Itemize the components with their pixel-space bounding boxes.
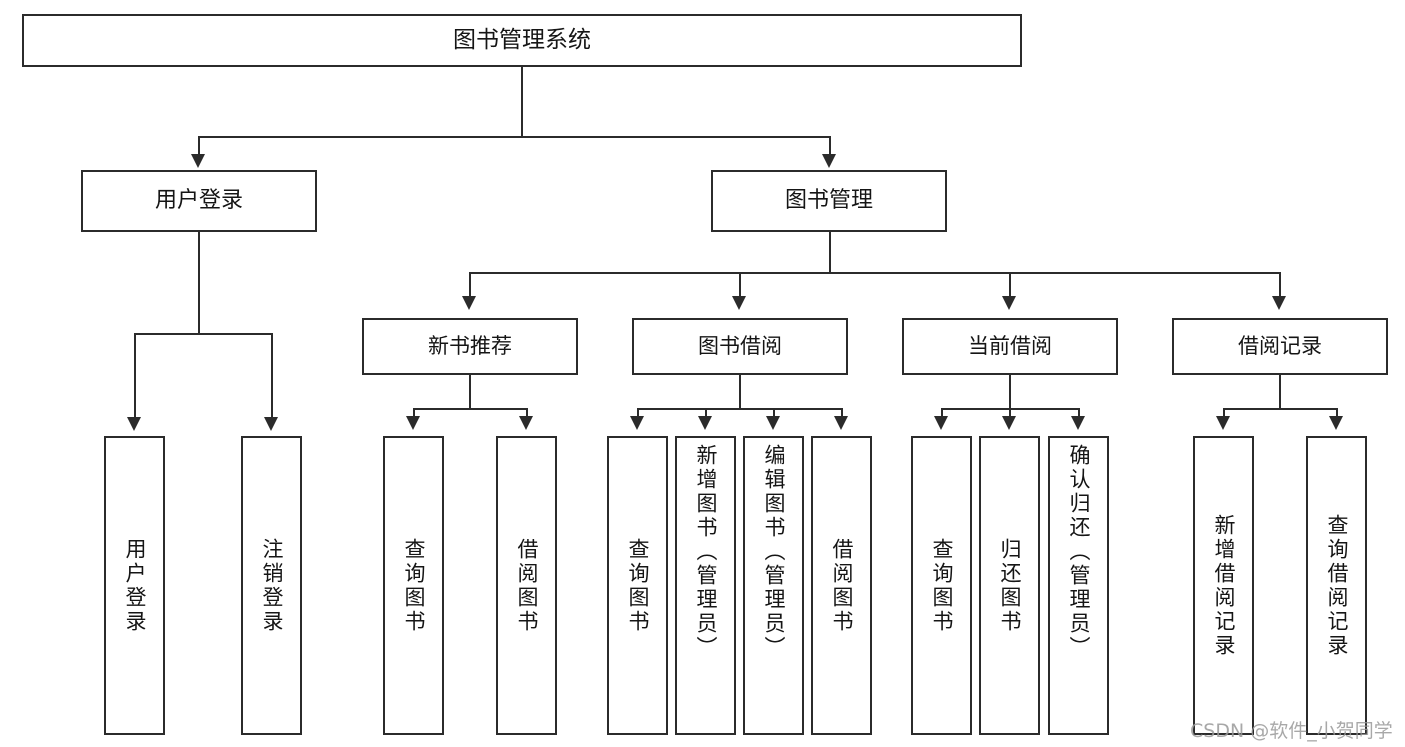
leaf-label: 查询图书 [930, 537, 954, 634]
connector-root-to-user-login [198, 136, 200, 156]
connector-book-borrow-to-leaf-4 [841, 408, 843, 417]
node-borrow-record[interactable]: 借阅记录 [1172, 318, 1388, 375]
connector-root-bus [198, 136, 829, 138]
connector-new-book-to-leaf-2 [526, 408, 528, 417]
connector-root-to-book-manage [829, 136, 831, 156]
connector-current-borrow-to-leaf-3 [1078, 408, 1080, 417]
connector-book-borrow-bus [637, 408, 841, 410]
arrow-borrow-record-to-leaf-2 [1329, 416, 1343, 430]
leaf-query-borrow-record[interactable]: 查询借阅记录 [1306, 436, 1367, 735]
leaf-label: 查询借阅记录 [1325, 513, 1349, 658]
leaf-label: 借阅图书 [515, 537, 539, 634]
leaf-query-book-new-rec[interactable]: 查询图书 [383, 436, 444, 735]
connector-user-login-to-leaf-2 [271, 333, 273, 419]
leaf-label: 归还图书 [998, 537, 1022, 634]
connector-root-stem [521, 67, 523, 136]
arrow-book-manage-to-borrow-record [1272, 296, 1286, 310]
arrow-current-borrow-to-leaf-3 [1071, 416, 1085, 430]
arrow-root-to-book-manage [822, 154, 836, 168]
arrow-book-borrow-to-leaf-4 [834, 416, 848, 430]
leaf-add-borrow-record[interactable]: 新增借阅记录 [1193, 436, 1254, 735]
leaf-add-book[interactable]: 新增图书（管理员） [675, 436, 736, 735]
leaf-label: 查询图书 [402, 537, 426, 634]
arrow-current-borrow-to-leaf-1 [934, 416, 948, 430]
node-new-book-recommendation[interactable]: 新书推荐 [362, 318, 578, 375]
leaf-query-book-borrow[interactable]: 查询图书 [607, 436, 668, 735]
connector-book-manage-to-current-borrow [1009, 272, 1011, 298]
arrow-root-to-user-login [191, 154, 205, 168]
connector-new-book-stem [469, 375, 471, 408]
leaf-user-login[interactable]: 用户登录 [104, 436, 165, 735]
arrow-current-borrow-to-leaf-2 [1002, 416, 1016, 430]
arrow-borrow-record-to-leaf-1 [1216, 416, 1230, 430]
node-label: 当前借阅 [968, 333, 1052, 358]
leaf-edit-book[interactable]: 编辑图书（管理员） [743, 436, 804, 735]
connector-user-login-bus [134, 333, 271, 335]
leaf-borrow-book[interactable]: 借阅图书 [811, 436, 872, 735]
connector-book-borrow-to-leaf-1 [637, 408, 639, 417]
leaf-label: 新增图书（管理员） [694, 444, 718, 660]
connector-book-manage-stem [829, 232, 831, 272]
connector-borrow-record-stem [1279, 375, 1281, 408]
leaf-label: 新增借阅记录 [1212, 513, 1236, 658]
leaf-label: 借阅图书 [830, 537, 854, 634]
arrow-user-login-to-leaf-1 [127, 417, 141, 431]
arrow-book-manage-to-new-book [462, 296, 476, 310]
arrow-book-borrow-to-leaf-1 [630, 416, 644, 430]
arrow-new-book-to-leaf-2 [519, 416, 533, 430]
connector-current-borrow-stem [1009, 375, 1011, 408]
arrow-book-borrow-to-leaf-2 [698, 416, 712, 430]
connector-current-borrow-to-leaf-1 [941, 408, 943, 417]
node-book-management[interactable]: 图书管理 [711, 170, 947, 232]
connector-new-book-bus [413, 408, 526, 410]
arrow-new-book-to-leaf-1 [406, 416, 420, 430]
arrow-user-login-to-leaf-2 [264, 417, 278, 431]
node-label: 用户登录 [154, 187, 243, 213]
leaf-label: 编辑图书（管理员） [762, 444, 786, 660]
connector-user-login-to-leaf-1 [134, 333, 136, 419]
connector-book-borrow-stem [739, 375, 741, 408]
arrow-book-manage-to-book-borrow [732, 296, 746, 310]
leaf-label: 用户登录 [123, 537, 147, 634]
connector-new-book-to-leaf-1 [413, 408, 415, 417]
node-label: 新书推荐 [428, 333, 512, 358]
connector-borrow-record-to-leaf-1 [1223, 408, 1225, 417]
connector-book-manage-to-book-borrow [739, 272, 741, 298]
node-label: 图书管理系统 [453, 26, 591, 53]
watermark-text: CSDN @软件_小贺同学 [1190, 720, 1393, 742]
arrow-book-borrow-to-leaf-3 [766, 416, 780, 430]
node-label: 图书借阅 [698, 333, 782, 358]
leaf-return-book[interactable]: 归还图书 [979, 436, 1040, 735]
leaf-confirm-return[interactable]: 确认归还（管理员） [1048, 436, 1109, 735]
connector-borrow-record-bus [1223, 408, 1336, 410]
leaf-label: 确认归还（管理员） [1067, 444, 1091, 660]
connector-current-borrow-to-leaf-2 [1009, 408, 1011, 417]
connector-user-login-stem [198, 232, 200, 333]
connector-book-manage-bus [469, 272, 1281, 274]
node-user-login[interactable]: 用户登录 [81, 170, 317, 232]
leaf-logout[interactable]: 注销登录 [241, 436, 302, 735]
leaf-borrow-book-new-rec[interactable]: 借阅图书 [496, 436, 557, 735]
node-root-book-management-system[interactable]: 图书管理系统 [22, 14, 1022, 67]
leaf-label: 注销登录 [260, 537, 284, 634]
connector-book-manage-to-new-book [469, 272, 471, 298]
node-label: 借阅记录 [1238, 333, 1322, 358]
leaf-label: 查询图书 [626, 537, 650, 634]
node-current-borrow[interactable]: 当前借阅 [902, 318, 1118, 375]
node-label: 图书管理 [784, 187, 873, 213]
arrow-book-manage-to-current-borrow [1002, 296, 1016, 310]
leaf-query-book-current[interactable]: 查询图书 [911, 436, 972, 735]
connector-borrow-record-to-leaf-2 [1336, 408, 1338, 417]
node-book-borrow[interactable]: 图书借阅 [632, 318, 848, 375]
connector-book-borrow-to-leaf-2 [705, 408, 707, 417]
connector-book-borrow-to-leaf-3 [773, 408, 775, 417]
connector-book-manage-to-borrow-record [1279, 272, 1281, 298]
